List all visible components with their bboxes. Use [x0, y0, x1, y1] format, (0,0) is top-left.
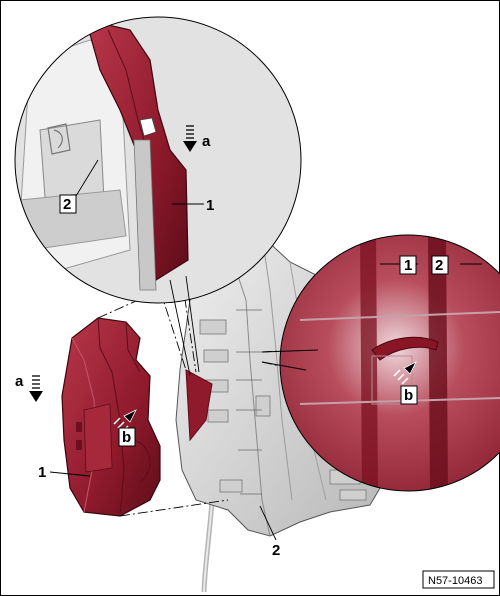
arrow-b-detail	[393, 361, 417, 385]
figure-ref-code: N57-10463	[422, 570, 495, 589]
svg-text:2: 2	[435, 257, 443, 274]
arrow-b-cover	[113, 409, 137, 433]
svg-text:N57-10463: N57-10463	[428, 575, 482, 587]
callout-1-top: 1	[206, 197, 214, 214]
detail-right-leader-lines	[261, 349, 319, 371]
callout-a-top: a	[202, 133, 211, 150]
callout-1-left: 1	[38, 464, 46, 481]
arrow-a-top	[183, 125, 197, 152]
arrow-a-left	[29, 375, 43, 402]
svg-text:2: 2	[63, 196, 71, 213]
callout-1-right: 1	[399, 255, 417, 275]
callout-b-cover: b	[118, 427, 136, 447]
lock-cover	[61, 317, 161, 517]
detail-right	[279, 234, 500, 492]
callout-leaders	[49, 159, 482, 541]
svg-text:1: 1	[404, 257, 412, 274]
callout-2-top: 2	[59, 194, 77, 214]
svg-text:b: b	[404, 387, 413, 404]
detail-top-leader-lines	[169, 275, 200, 376]
svg-text:b: b	[122, 429, 131, 446]
callout-2-right: 2	[431, 255, 449, 275]
detail-top	[14, 16, 302, 304]
callout-a-left: a	[15, 373, 24, 390]
callout-b-detail: b	[400, 385, 418, 405]
callout-2-bottom: 2	[272, 542, 280, 559]
